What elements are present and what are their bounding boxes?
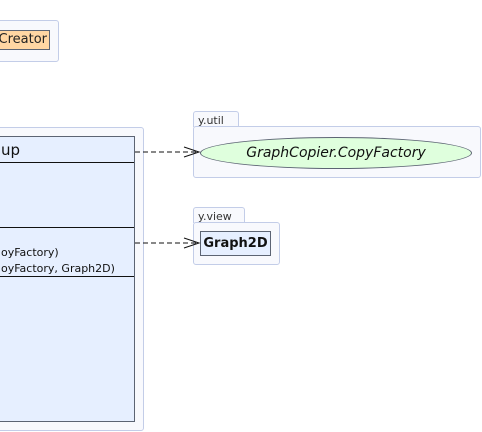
graph2d-class[interactable]: Graph2D	[200, 231, 271, 256]
dependency-to-copy-factory	[135, 146, 201, 158]
attributes-separator	[0, 227, 134, 228]
operation-1: oyFactory)	[1, 246, 59, 259]
dependency-to-graph2d	[135, 237, 201, 249]
main-class-title: up	[1, 141, 21, 159]
package-tab-y-util: y.util	[193, 111, 239, 127]
operation-2: oyFactory, Graph2D)	[1, 262, 115, 275]
title-separator	[0, 162, 134, 163]
copy-factory-interface[interactable]: GraphCopier.CopyFactory	[200, 137, 472, 169]
package-tab-y-view: y.view	[193, 207, 245, 223]
main-class[interactable]: up oyFactory) oyFactory, Graph2D)	[0, 136, 135, 422]
creator-class[interactable]: Creator	[0, 30, 50, 50]
operations-separator	[0, 276, 134, 277]
